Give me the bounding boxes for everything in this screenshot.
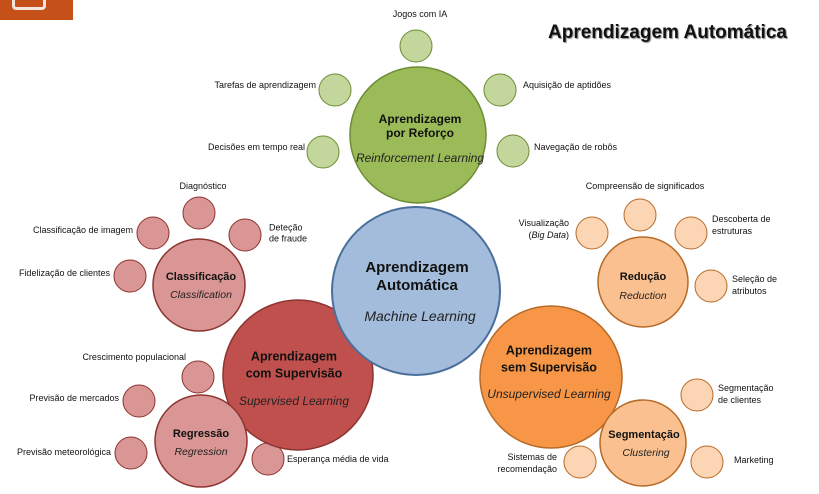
reinforcement-item-label: Navegação de robôs bbox=[534, 142, 618, 152]
reinforcement-circle bbox=[349, 66, 487, 204]
reinforcement-item-bubble bbox=[318, 73, 352, 107]
clustering-circle bbox=[599, 399, 687, 487]
reinforcement-item-bubble bbox=[483, 73, 517, 107]
center-subtitle: Machine Learning bbox=[364, 308, 476, 324]
clustering-item-bubble bbox=[563, 445, 597, 479]
reduction-item-bubble bbox=[623, 198, 657, 232]
classification-item-bubble bbox=[113, 259, 147, 293]
clustering-title: Segmentação bbox=[608, 429, 680, 441]
logo bbox=[0, 0, 73, 20]
unsupervised-circle bbox=[479, 305, 623, 449]
supervised-subtitle: Supervised Learning bbox=[239, 394, 349, 408]
regression-item-label: Esperança média de vida bbox=[287, 454, 389, 464]
regression-title: Regressão bbox=[173, 428, 230, 440]
regression-circle bbox=[154, 394, 248, 488]
clustering-subtitle: Clustering bbox=[622, 447, 669, 459]
logo-mark bbox=[12, 0, 46, 10]
classification-item-label: Fidelização de clientes bbox=[19, 268, 111, 278]
clustering-item-bubble bbox=[680, 378, 714, 412]
reinforcement-item-bubble bbox=[399, 29, 433, 63]
reduction-subtitle: Reduction bbox=[619, 290, 666, 302]
reinforcement-item-label: Aquisição de aptidões bbox=[523, 80, 612, 90]
classification-title: Classificação bbox=[166, 271, 237, 283]
reinforcement-subtitle: Reinforcement Learning bbox=[356, 151, 484, 165]
clustering-item-bubble bbox=[690, 445, 724, 479]
regression-item-label: Previsão meteorológica bbox=[17, 447, 111, 457]
unsupervised-subtitle: Unsupervised Learning bbox=[487, 387, 611, 401]
reinforcement-item-label: Jogos com IA bbox=[393, 9, 448, 19]
classification-item-label: Diagnóstico bbox=[179, 181, 226, 191]
regression-item-bubble bbox=[114, 436, 148, 470]
center-circle bbox=[331, 206, 501, 376]
classification-item-bubble bbox=[136, 216, 170, 250]
regression-item-bubble bbox=[122, 384, 156, 418]
classification-item-bubble bbox=[228, 218, 262, 252]
reduction-item-bubble bbox=[694, 269, 728, 303]
supervised-circle bbox=[222, 299, 374, 451]
regression-item-label: Crescimento populacional bbox=[82, 352, 186, 362]
classification-item-bubble bbox=[182, 196, 216, 230]
reduction-item-bubble bbox=[674, 216, 708, 250]
reinforcement-item-label: Tarefas de aprendizagem bbox=[214, 80, 316, 90]
regression-item-label: Previsão de mercados bbox=[29, 393, 119, 403]
reduction-item-label: Visualização(Big Data) bbox=[519, 218, 569, 240]
reinforcement-item-bubble bbox=[496, 134, 530, 168]
reinforcement-item-label: Decisões em tempo real bbox=[208, 142, 305, 152]
reduction-circle bbox=[597, 236, 689, 328]
classification-item-label: Classificação de imagem bbox=[33, 225, 133, 235]
regression-item-bubble bbox=[181, 360, 215, 394]
regression-subtitle: Regression bbox=[174, 446, 227, 458]
reduction-item-label: Compreensão de significados bbox=[586, 181, 705, 191]
classification-circle bbox=[152, 238, 246, 332]
page-title: Aprendizagem Automática bbox=[548, 22, 787, 43]
clustering-item-label: Marketing bbox=[734, 455, 774, 465]
classification-subtitle: Classification bbox=[170, 289, 232, 301]
reduction-item-bubble bbox=[575, 216, 609, 250]
reinforcement-item-bubble bbox=[306, 135, 340, 169]
reduction-title: Redução bbox=[620, 271, 667, 283]
